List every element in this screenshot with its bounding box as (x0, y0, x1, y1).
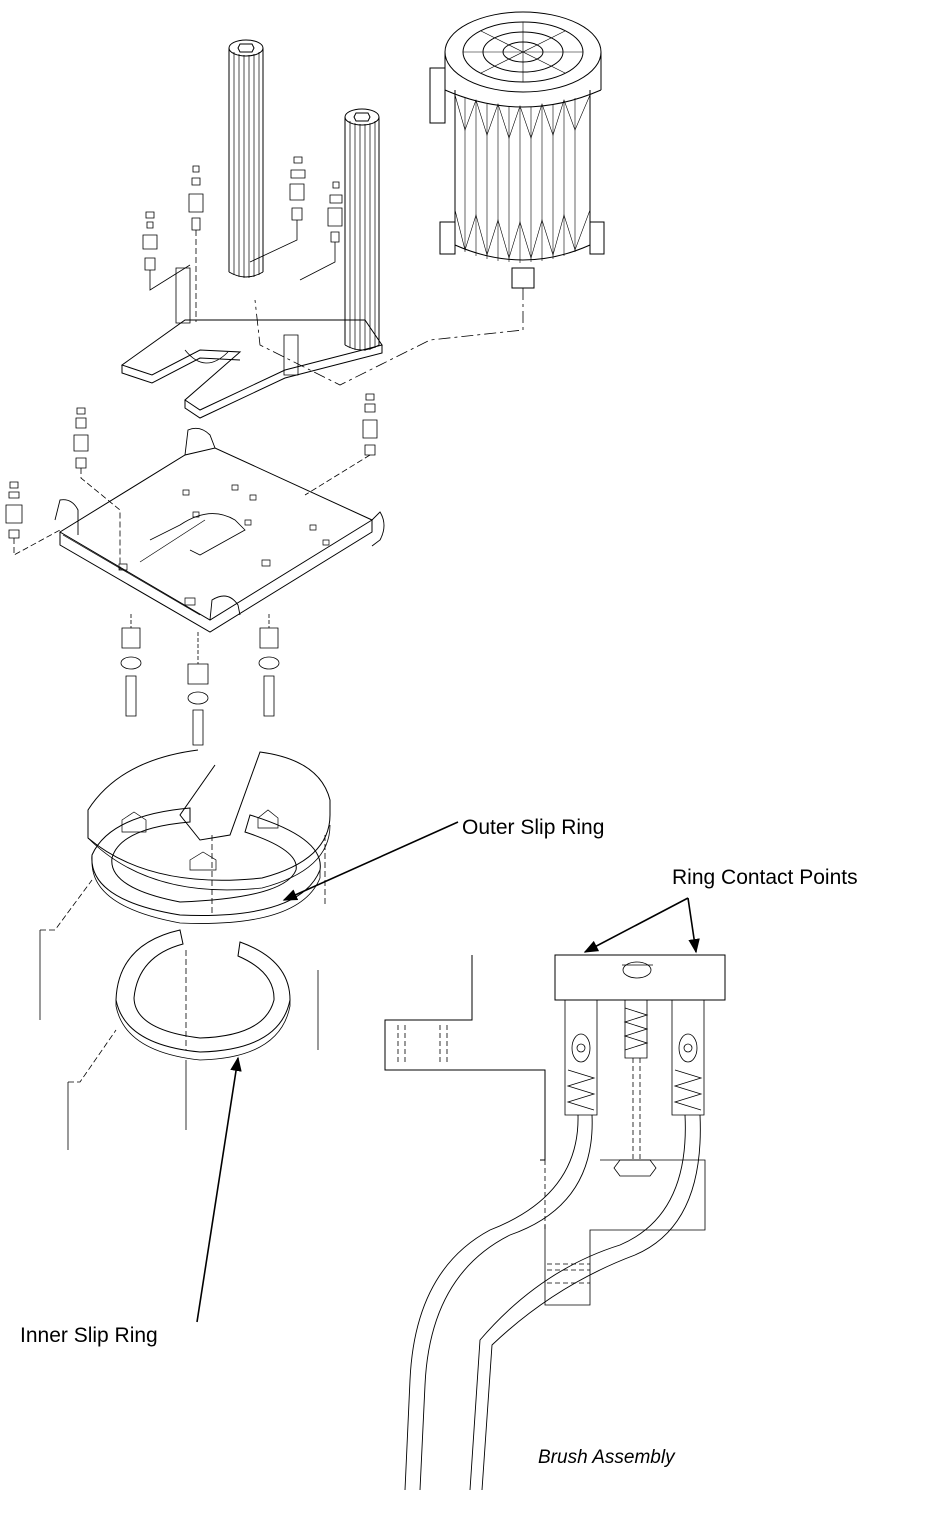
fastener-stack-far-left (6, 482, 60, 555)
outer-slip-ring (40, 808, 325, 1020)
brush-holder-left (565, 1000, 597, 1115)
drive-motor (430, 12, 604, 288)
fastener-stack-mid-left (74, 408, 120, 570)
foot-right (259, 614, 279, 716)
arrow-ring-contact-point-right (688, 898, 700, 954)
brush-wires (405, 1115, 700, 1490)
motor-centerline (255, 288, 523, 385)
brush-mounting-bracket (398, 1025, 705, 1305)
right-post (345, 109, 379, 351)
inner-slip-ring-label: Inner Slip Ring (20, 1324, 158, 1347)
arrow-ring-contact-point-left (583, 898, 688, 952)
upper-fork-plate (122, 268, 382, 418)
fastener-stack-upper-left (143, 212, 190, 290)
foot-center (188, 632, 208, 745)
fastener-stack-upper-right (250, 157, 305, 262)
inner-slip-ring (68, 930, 318, 1150)
fastener-stack-upper-far-right (300, 182, 342, 280)
ring-contact-points-label: Ring Contact Points (672, 866, 858, 889)
left-post (229, 40, 263, 278)
foot-left (121, 614, 141, 716)
brush-assembly (385, 955, 725, 1490)
mounting-platform (55, 428, 384, 632)
arrow-outer-slip-ring (282, 822, 458, 900)
turntable-disc (88, 750, 330, 890)
brush-holder-right (672, 1000, 704, 1115)
fastener-stack-upper-mid (189, 166, 203, 322)
outer-slip-ring-label: Outer Slip Ring (462, 816, 605, 839)
fastener-stack-mid-right (305, 394, 377, 495)
arrow-inner-slip-ring (197, 1056, 242, 1322)
brush-assembly-caption: Brush Assembly (538, 1447, 675, 1468)
center-spring-bolt (614, 1000, 656, 1176)
